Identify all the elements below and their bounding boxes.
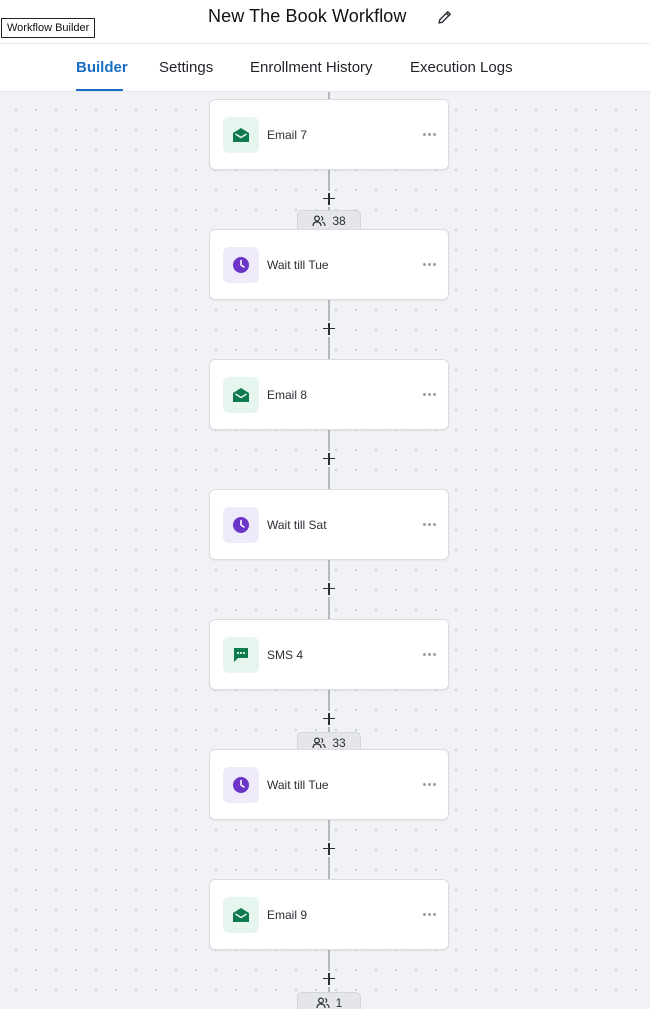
badge-count: 38: [332, 213, 346, 228]
workflow-step-wait-tue[interactable]: Wait till Tue: [209, 229, 449, 300]
add-step-button[interactable]: [321, 711, 337, 727]
wait-step-icon: [223, 507, 259, 543]
step-label: Wait till Tue: [267, 778, 329, 792]
tab-builder[interactable]: Builder: [76, 59, 128, 76]
clock-icon: [233, 257, 249, 273]
title-divider: [0, 43, 650, 44]
email-icon: [233, 908, 249, 922]
wait-step-icon: [223, 767, 259, 803]
step-label: Email 8: [267, 388, 308, 402]
tab-execution-logs[interactable]: Execution Logs: [410, 59, 513, 76]
sms-step-icon: [223, 637, 259, 673]
workflow-title: New The Book Workflow: [208, 6, 407, 26]
wait-step-icon: [223, 247, 259, 283]
workflow-step-email-7[interactable]: Email 7: [209, 99, 449, 170]
step-label: Wait till Tue: [267, 258, 329, 272]
clock-icon: [233, 777, 249, 793]
clock-icon: [233, 517, 249, 533]
more-options-button[interactable]: [420, 387, 438, 401]
enrollment-count-badge[interactable]: 33: [297, 732, 361, 752]
more-options-button[interactable]: [420, 517, 438, 531]
users-icon: [316, 996, 330, 1008]
tab-enrollment-history[interactable]: Enrollment History: [250, 59, 373, 76]
add-step-button[interactable]: [321, 451, 337, 467]
title-row: New The Book Workflow: [0, 6, 650, 30]
workflow-step-wait-tue-2[interactable]: Wait till Tue: [209, 749, 449, 820]
active-tab-indicator: [76, 89, 123, 91]
users-icon: [312, 214, 326, 226]
tab-bar: Builder Settings Enrollment History Exec…: [0, 44, 650, 92]
workflow-header: Workflow Builder New The Book Workflow B…: [0, 0, 650, 92]
workflow-step-sms-4[interactable]: SMS 4: [209, 619, 449, 690]
workflow-step-wait-sat[interactable]: Wait till Sat: [209, 489, 449, 560]
email-icon: [233, 388, 249, 402]
sms-icon: [234, 648, 248, 662]
tab-settings[interactable]: Settings: [159, 59, 214, 76]
step-label: Email 9: [267, 908, 308, 922]
add-step-button[interactable]: [321, 191, 337, 207]
pencil-icon: [438, 11, 451, 24]
tooltip: Workflow Builder: [1, 18, 96, 38]
step-label: Wait till Sat: [267, 518, 327, 532]
enrollment-count-badge[interactable]: 1: [297, 992, 361, 1009]
badge-count: 1: [335, 995, 343, 1009]
step-label: SMS 4: [267, 648, 304, 662]
email-icon: [233, 128, 249, 142]
more-options-button[interactable]: [420, 647, 438, 661]
badge-count: 33: [332, 735, 346, 750]
enrollment-count-badge[interactable]: 38: [297, 210, 361, 230]
workflow-step-email-9[interactable]: Email 9: [209, 879, 449, 950]
workflow-canvas[interactable]: 38 33 1 Email 7: [0, 92, 650, 1009]
add-step-button[interactable]: [321, 581, 337, 597]
add-step-button[interactable]: [321, 321, 337, 337]
more-options-button[interactable]: [420, 257, 438, 271]
add-step-button[interactable]: [321, 841, 337, 857]
users-icon: [312, 736, 326, 748]
email-step-icon: [223, 377, 259, 413]
more-options-button[interactable]: [420, 907, 438, 921]
step-label: Email 7: [267, 128, 308, 142]
add-step-button[interactable]: [321, 971, 337, 987]
more-options-button[interactable]: [420, 777, 438, 791]
connector-line: [328, 92, 330, 100]
email-step-icon: [223, 117, 259, 153]
edit-title-button[interactable]: [436, 8, 454, 26]
workflow-step-email-8[interactable]: Email 8: [209, 359, 449, 430]
more-options-button[interactable]: [420, 127, 438, 141]
email-step-icon: [223, 897, 259, 933]
